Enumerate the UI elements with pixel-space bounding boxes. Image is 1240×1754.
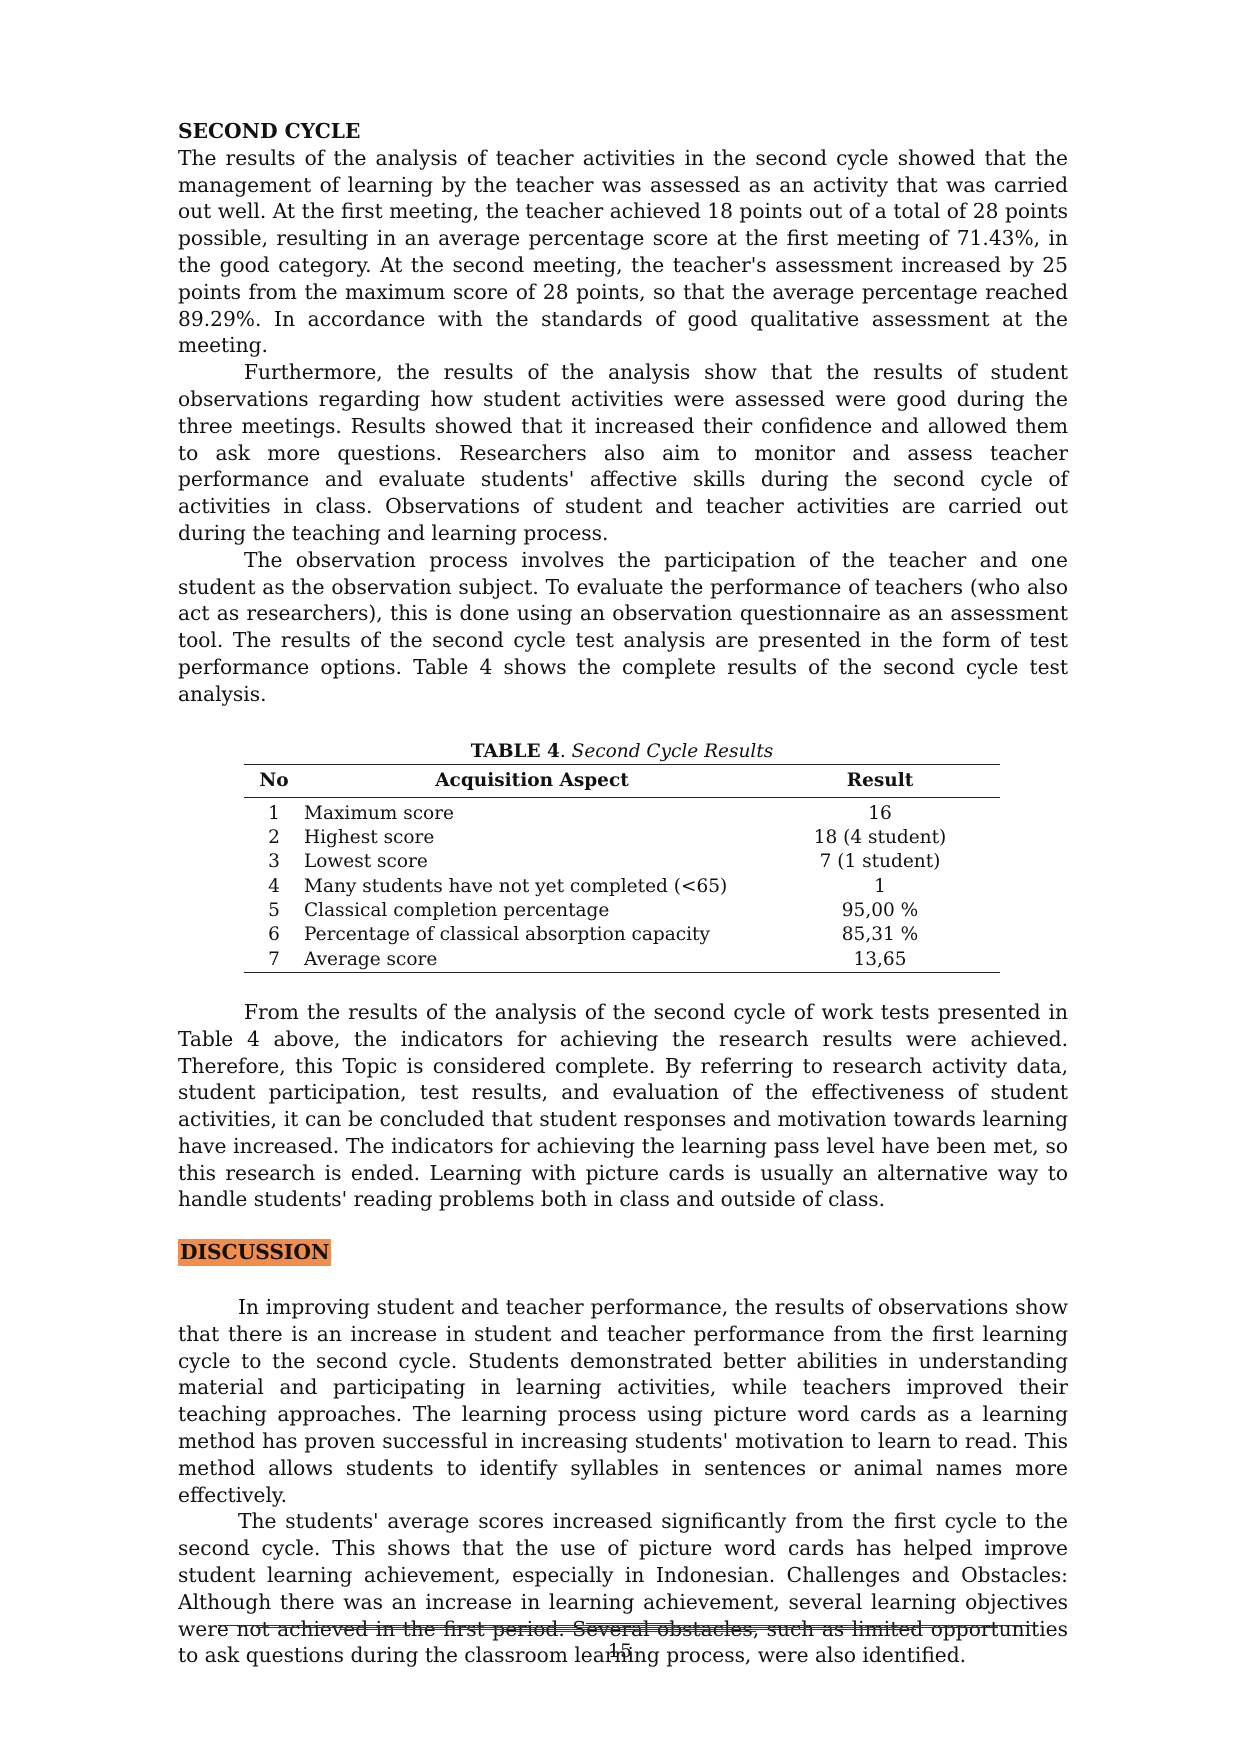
cell-result: 16	[868, 802, 892, 824]
body-paragraph: From the results of the analysis of the …	[178, 999, 1068, 1212]
cell-no: 4	[268, 875, 280, 897]
discussion-heading-wrap: DISCUSSION	[178, 1239, 1068, 1267]
column-header-aspect: Acquisition Aspect	[304, 764, 760, 798]
table-row: 3 Lowest score 7 (1 student)	[244, 850, 1000, 874]
cell-no: 2	[268, 827, 280, 849]
cell-aspect: Lowest score	[304, 851, 428, 873]
cell-no: 6	[268, 924, 280, 946]
discussion-heading: DISCUSSION	[178, 1239, 332, 1267]
cell-result: 7 (1 student)	[819, 851, 941, 873]
paper-page: SECOND CYCLE The results of the analysis…	[178, 118, 1068, 1669]
table-caption-title: Second Cycle Results	[571, 740, 774, 762]
cell-no: 7	[268, 948, 280, 970]
cell-no: 3	[268, 851, 280, 873]
body-paragraph: The observation process involves the par…	[178, 547, 1068, 706]
table-row: 6 Percentage of classical absorption cap…	[244, 923, 1000, 947]
cell-aspect: Classical completion percentage	[304, 900, 610, 922]
cell-no: 5	[268, 900, 280, 922]
column-header-no: No	[244, 764, 304, 798]
cell-result: 18 (4 student)	[813, 827, 947, 849]
results-table: No Acquisition Aspect Result 1 Maximum s…	[244, 763, 1000, 973]
table-header-row: No Acquisition Aspect Result	[244, 764, 1000, 798]
cell-result: 85,31 %	[841, 924, 919, 946]
cell-result: 1	[874, 875, 886, 897]
section-heading: SECOND CYCLE	[178, 119, 361, 143]
table-row: 5 Classical completion percentage 95,00 …	[244, 899, 1000, 923]
table-row: 1 Maximum score 16	[244, 797, 1000, 826]
column-header-result: Result	[760, 764, 1000, 798]
cell-aspect: Maximum score	[304, 802, 454, 824]
table-row: 2 Highest score 18 (4 student)	[244, 826, 1000, 850]
cell-aspect: Average score	[304, 948, 438, 970]
page-number: 15	[607, 1640, 633, 1662]
cell-aspect: Many students have not yet completed (<6…	[304, 875, 728, 897]
table-caption-label: TABLE 4	[470, 740, 560, 762]
table-row: 7 Average score 13,65	[244, 948, 1000, 973]
cell-aspect: Highest score	[304, 827, 435, 849]
body-paragraph: The students' average scores increased s…	[178, 1509, 1068, 1668]
cell-result: 13,65	[853, 948, 907, 970]
table-caption: TABLE 4. Second Cycle Results	[244, 740, 1000, 764]
body-paragraph: In improving student and teacher perform…	[178, 1295, 1068, 1507]
body-paragraph: Furthermore, the results of the analysis…	[178, 360, 1068, 545]
table-row: 4 Many students have not yet completed (…	[244, 875, 1000, 899]
footer-rule	[0, 1623, 1240, 1644]
body-paragraph: The results of the analysis of teacher a…	[178, 145, 1068, 358]
table-caption-separator: .	[559, 740, 572, 762]
cell-no: 1	[268, 802, 280, 824]
cell-result: 95,00 %	[841, 900, 919, 922]
cell-aspect: Percentage of classical absorption capac…	[304, 924, 710, 946]
